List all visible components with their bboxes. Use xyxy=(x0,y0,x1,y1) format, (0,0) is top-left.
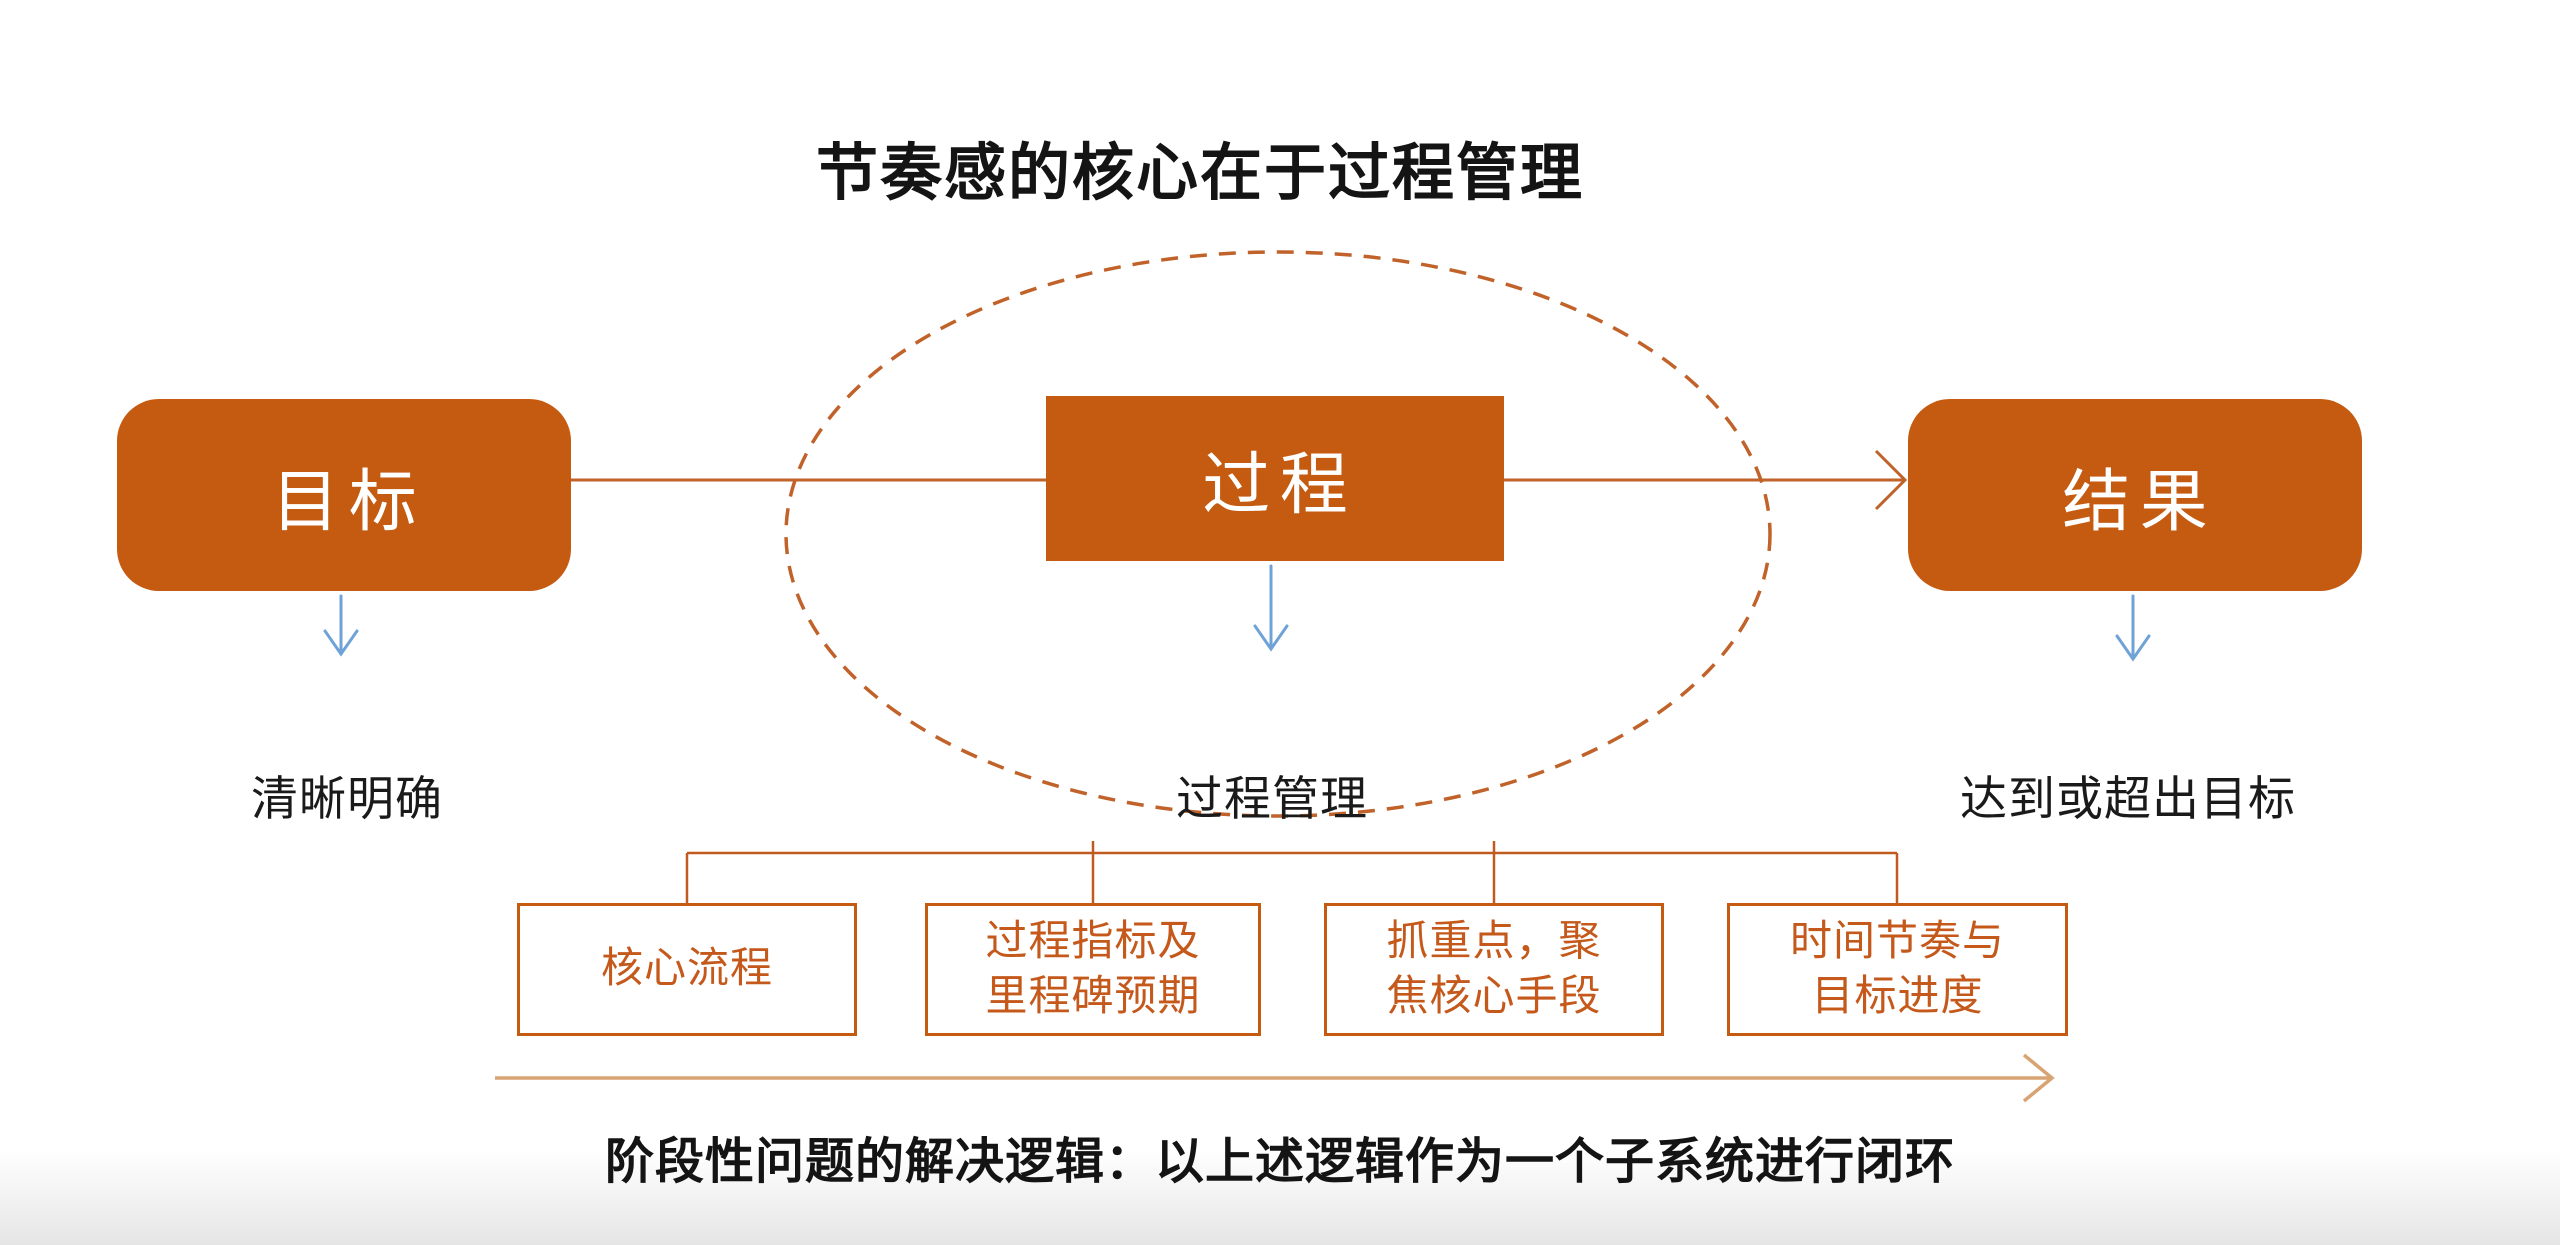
goal-box: 目标 xyxy=(117,399,571,591)
factor-label: 时间节奏与 目标进度 xyxy=(1789,918,2005,1020)
factor-box-metrics-milestones: 过程指标及 里程碑预期 xyxy=(925,903,1261,1036)
main-flow-arrow-head xyxy=(1874,449,1908,511)
result-box: 结果 xyxy=(1908,399,2362,591)
page-title: 节奏感的核心在于过程管理 xyxy=(815,140,1584,208)
phase-arrow xyxy=(495,1053,2055,1103)
factor-box-focus-key-means: 抓重点，聚 焦核心手段 xyxy=(1324,903,1664,1036)
process-ellipse-dashed xyxy=(784,250,1772,818)
result-label: 结果 xyxy=(2062,463,2218,540)
footer-note: 阶段性问题的解决逻辑：以上述逻辑作为一个子系统进行闭环 xyxy=(604,1134,1955,1189)
factor-label: 核心流程 xyxy=(600,946,773,993)
process-box: 过程 xyxy=(1046,396,1504,561)
process-down-arrow xyxy=(1253,564,1289,652)
factor-box-core-process: 核心流程 xyxy=(517,903,857,1036)
goal-caption: 清晰明确 xyxy=(251,774,443,826)
result-caption: 达到或超出目标 xyxy=(1960,774,2296,826)
factor-box-time-rhythm-progress: 时间节奏与 目标进度 xyxy=(1727,903,2068,1036)
goal-down-arrow xyxy=(323,594,359,657)
factor-label: 过程指标及 里程碑预期 xyxy=(985,918,1201,1020)
process-label: 过程 xyxy=(1202,447,1358,523)
factor-connector xyxy=(685,841,1899,903)
goal-label: 目标 xyxy=(271,463,427,540)
process-caption: 过程管理 xyxy=(1176,774,1368,826)
result-down-arrow xyxy=(2115,594,2151,662)
factor-label: 抓重点，聚 焦核心手段 xyxy=(1386,918,1602,1020)
